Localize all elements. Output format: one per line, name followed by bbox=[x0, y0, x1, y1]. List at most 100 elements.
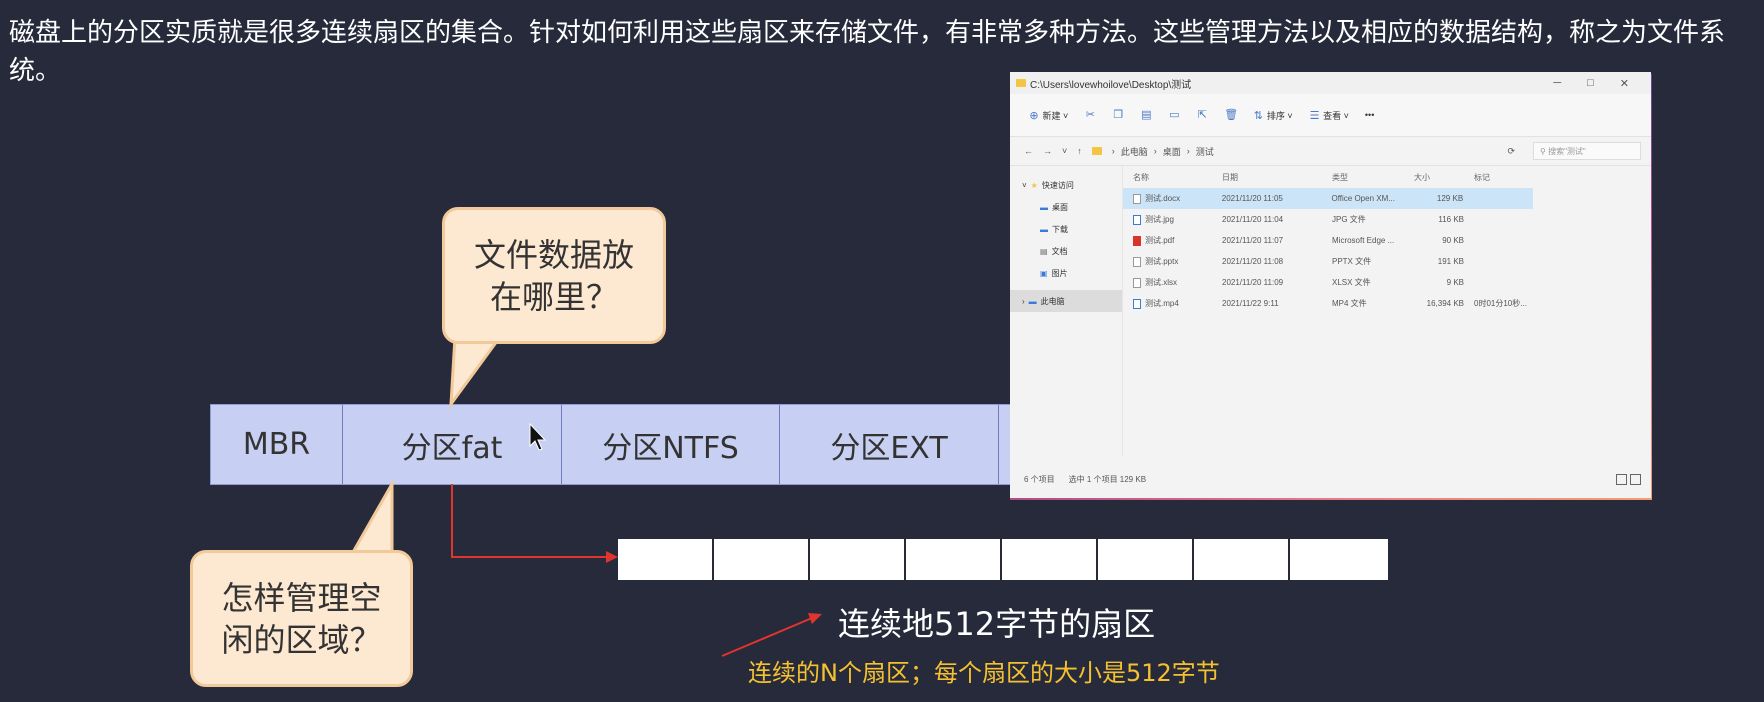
bubble-top-tail bbox=[449, 335, 503, 410]
nav-item-desktop[interactable]: ▬桌面 bbox=[1010, 196, 1122, 218]
partition-ext: 分区EXT bbox=[780, 405, 999, 484]
file-type: XLSX 文件 bbox=[1332, 278, 1371, 287]
column-size[interactable]: 大小 bbox=[1414, 172, 1430, 182]
new-label: 新建 bbox=[1042, 110, 1061, 121]
rename-icon[interactable]: ▭ bbox=[1169, 109, 1180, 121]
explorer-toolbar: ⊕ 新建 ˅ ✂ ❐ ▤ ▭ ⇱ 🗑 ⇅ 排序 ˅ ☰ 查看 ˅ ••• bbox=[1010, 94, 1651, 137]
pdf-file-icon bbox=[1133, 235, 1141, 246]
file-type: JPG 文件 bbox=[1332, 215, 1366, 224]
breadcrumb[interactable]: › 此电脑 › 桌面 › 测试 bbox=[1091, 145, 1214, 158]
bubble-bottom: 怎样管理空闲的区域？ bbox=[190, 550, 413, 687]
address-bar: ← → ˅ ↑ › 此电脑 › 桌面 › 测试 ⟳ ⚲ 搜索"测试" bbox=[1010, 137, 1651, 166]
column-tag[interactable]: 标记 bbox=[1474, 172, 1490, 182]
file-row[interactable]: 测试.xlsx 2021/11/20 11:09 XLSX 文件 9 KB bbox=[1123, 272, 1651, 293]
minimize-button[interactable]: ─ bbox=[1553, 76, 1562, 89]
desktop-icon: ▬ bbox=[1040, 202, 1048, 212]
close-button[interactable]: ✕ bbox=[1619, 77, 1629, 90]
file-row[interactable]: 测试.jpg 2021/11/20 11:04 JPG 文件 116 KB bbox=[1123, 209, 1651, 230]
fat-to-sectors-arrow bbox=[451, 484, 612, 558]
new-button[interactable]: ⊕ 新建 ˅ bbox=[1029, 109, 1069, 122]
paste-icon[interactable]: ▤ bbox=[1141, 109, 1152, 121]
sector bbox=[906, 539, 1002, 580]
recent-icon[interactable]: ˅ bbox=[1062, 146, 1068, 156]
file-type: MP4 文件 bbox=[1332, 299, 1367, 308]
file-name: 测试.mp4 bbox=[1145, 299, 1179, 308]
column-date[interactable]: 日期 bbox=[1222, 172, 1238, 182]
file-date: 2021/11/20 11:08 bbox=[1222, 257, 1284, 266]
file-type: Microsoft Edge ... bbox=[1332, 236, 1395, 245]
computer-icon: ▬ bbox=[1028, 296, 1037, 306]
breadcrumb-this-pc[interactable]: 此电脑 bbox=[1120, 146, 1148, 157]
file-size: 16,394 KB bbox=[1426, 299, 1464, 308]
sector bbox=[1002, 539, 1098, 580]
nav-this-pc[interactable]: › ▬ 此电脑 bbox=[1010, 290, 1122, 312]
view-button[interactable]: ☰ 查看 ˅ bbox=[1309, 109, 1349, 122]
file-date: 2021/11/20 11:07 bbox=[1222, 236, 1284, 245]
sector bbox=[810, 539, 906, 580]
cut-icon[interactable]: ✂ bbox=[1085, 109, 1095, 121]
file-row[interactable]: 测试.mp4 2021/11/22 9:11 MP4 文件 16,394 KB … bbox=[1123, 293, 1651, 314]
sector bbox=[1290, 539, 1388, 580]
up-icon[interactable]: ↑ bbox=[1077, 146, 1082, 156]
star-icon: ★ bbox=[1030, 180, 1038, 190]
sector-row bbox=[618, 539, 1388, 580]
thumbnail-view-icon[interactable] bbox=[1630, 473, 1641, 485]
bubble-top-text: 文件数据放在哪里？ bbox=[473, 235, 634, 316]
file-size: 129 KB bbox=[1436, 194, 1464, 203]
column-type[interactable]: 类型 bbox=[1332, 172, 1348, 182]
annotation-arrow-head bbox=[808, 613, 822, 624]
sort-icon: ⇅ bbox=[1253, 109, 1263, 122]
document-icon: ▤ bbox=[1040, 246, 1048, 256]
bubble-top: 文件数据放在哪里？ bbox=[442, 207, 666, 344]
nav-item-downloads[interactable]: ▬ 下载 bbox=[1010, 218, 1122, 240]
bubble-bottom-tail bbox=[349, 478, 394, 556]
back-icon[interactable]: ← bbox=[1024, 146, 1033, 156]
partition-fat: 分区fat bbox=[343, 405, 562, 484]
delete-icon[interactable]: 🗑 bbox=[1224, 109, 1239, 121]
explorer-title-bar[interactable]: C:\Users\lovewhoilove\Desktop\测试 ─ □ ✕ bbox=[1010, 72, 1651, 94]
file-row[interactable]: 测试.pdf 2021/11/20 11:07 Microsoft Edge .… bbox=[1123, 230, 1651, 251]
search-input[interactable]: ⚲ 搜索"测试" bbox=[1533, 142, 1641, 160]
plus-icon: ⊕ bbox=[1029, 109, 1039, 122]
sector bbox=[618, 539, 714, 580]
file-name: 测试.jpg bbox=[1145, 215, 1174, 224]
share-icon[interactable]: ⇱ bbox=[1197, 109, 1207, 121]
fat-arrow-head bbox=[606, 551, 618, 563]
forward-icon[interactable]: → bbox=[1043, 146, 1052, 156]
bubble-bottom-text: 怎样管理空闲的区域？ bbox=[221, 578, 382, 659]
details-view-icon[interactable] bbox=[1616, 473, 1627, 485]
nav-quick-access[interactable]: ˅ ★ 快速访问 bbox=[1022, 180, 1074, 190]
file-tag: 0时01分10秒... bbox=[1474, 299, 1527, 308]
selection-info: 选中 1 个项目 129 KB bbox=[1068, 474, 1147, 484]
nav-item-pictures[interactable]: ▣图片 bbox=[1010, 262, 1122, 284]
column-name[interactable]: 名称 bbox=[1133, 172, 1149, 182]
folder-icon bbox=[1091, 147, 1102, 155]
refresh-icon[interactable]: ⟳ bbox=[1507, 145, 1515, 156]
nav-item-documents[interactable]: ▤文档 bbox=[1010, 240, 1122, 262]
sector-label: 连续地512字节的扇区 bbox=[838, 605, 1156, 643]
maximize-button[interactable]: □ bbox=[1587, 76, 1594, 89]
file-row[interactable]: 测试.docx 2021/11/20 11:05 Office Open XM.… bbox=[1123, 188, 1533, 209]
file-date: 2021/11/20 11:09 bbox=[1222, 278, 1284, 287]
nav-item-label: 下载 bbox=[1052, 224, 1068, 234]
view-icon: ☰ bbox=[1309, 109, 1320, 122]
breadcrumb-test[interactable]: 测试 bbox=[1195, 146, 1214, 157]
annotation-text: 连续的N个扇区；每个扇区的大小是512字节 bbox=[748, 659, 1220, 687]
status-bar: 6 个项目 选中 1 个项目 129 KB bbox=[1010, 470, 1651, 488]
partition-mbr: MBR bbox=[211, 405, 343, 484]
image-file-icon bbox=[1133, 214, 1141, 225]
file-row[interactable]: 测试.pptx 2021/11/20 11:08 PPTX 文件 191 KB bbox=[1123, 251, 1651, 272]
file-name: 测试.pptx bbox=[1145, 257, 1179, 266]
file-date: 2021/11/20 11:04 bbox=[1222, 215, 1284, 224]
file-explorer-window[interactable]: C:\Users\lovewhoilove\Desktop\测试 ─ □ ✕ ⊕… bbox=[1010, 72, 1651, 498]
folder-icon bbox=[1016, 79, 1026, 87]
more-button[interactable]: ••• bbox=[1364, 110, 1375, 120]
breadcrumb-desktop[interactable]: 桌面 bbox=[1162, 146, 1181, 157]
download-icon: ▬ bbox=[1040, 224, 1048, 234]
intro-text: 磁盘上的分区实质就是很多连续扇区的集合。针对如何利用这些扇区来存储文件，有非常多… bbox=[9, 18, 1726, 86]
copy-icon[interactable]: ❐ bbox=[1113, 109, 1124, 121]
nav-item-label: 图片 bbox=[1051, 268, 1068, 278]
view-toggle[interactable] bbox=[1616, 473, 1641, 485]
file-type: PPTX 文件 bbox=[1332, 257, 1372, 266]
sort-button[interactable]: ⇅ 排序 ˅ bbox=[1253, 109, 1293, 122]
